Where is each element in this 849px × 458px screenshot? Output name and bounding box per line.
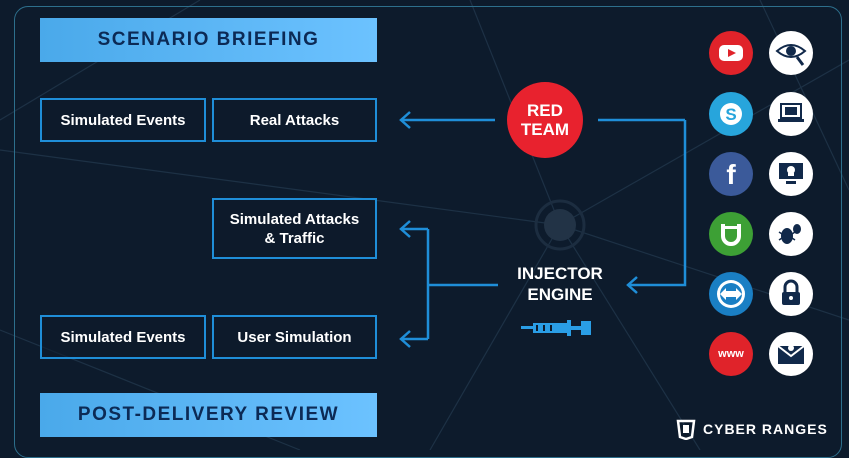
www-label: www [718,348,744,360]
syringe-icon [521,320,591,336]
teamviewer-icon [709,272,753,316]
facebook-icon: f [709,152,753,196]
red-team-line1: RED [527,101,563,120]
red-team-line2: TEAM [520,120,570,139]
post-delivery-review-label: POST-DELIVERY REVIEW [77,404,340,425]
injector-line1: INJECTOR [517,264,603,283]
cyber-ranges-label: CYBER RANGES [703,421,828,437]
simulated-events-label-top: Simulated Events [60,111,186,129]
simulated-events-label-bottom: Simulated Events [60,328,186,346]
scenario-briefing-banner: SCENARIO BRIEFING [40,18,377,62]
svg-text:S: S [725,105,736,124]
cyber-ranges-brand: CYBER RANGES [675,418,828,440]
real-attacks-label: Real Attacks [249,111,340,129]
skype-icon: S [709,92,753,136]
real-attacks-box: Real Attacks [212,98,377,142]
malicious-email-icon [769,332,813,376]
user-simulation-label: User Simulation [237,328,352,346]
www-icon: www [709,332,753,376]
simulated-attacks-label-line1: Simulated Attacks [229,210,360,228]
user-simulation-box: User Simulation [212,315,377,359]
eye-spy-icon [769,31,813,75]
simulated-events-box-top: Simulated Events [40,98,206,142]
red-team-circle: RED TEAM [507,82,583,158]
injector-engine-label: INJECTOR ENGINE [500,263,620,305]
simulated-attacks-label-line2: & Traffic [264,229,325,247]
utorrent-icon [709,212,753,256]
compromised-laptop-icon [769,92,813,136]
post-delivery-review-banner: POST-DELIVERY REVIEW [40,393,377,437]
simulated-events-box-bottom: Simulated Events [40,315,206,359]
svg-text:f: f [726,160,736,188]
locked-padlock-icon [769,272,813,316]
skull-monitor-icon [769,152,813,196]
bugs-icon [769,212,813,256]
cyber-ranges-logo-icon [676,419,696,440]
simulated-attacks-traffic-box: Simulated Attacks & Traffic [212,198,377,259]
youtube-icon [709,31,753,75]
scenario-briefing-label: SCENARIO BRIEFING [97,29,320,50]
injector-line2: ENGINE [527,285,593,304]
